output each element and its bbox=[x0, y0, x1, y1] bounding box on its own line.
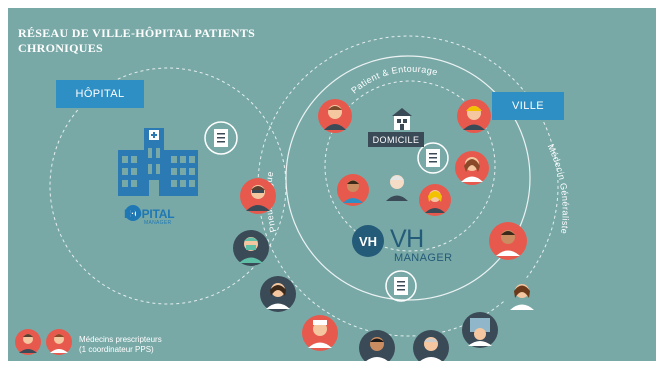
patient-circle bbox=[324, 80, 496, 252]
hopital-label: HÔPITAL bbox=[56, 80, 144, 108]
page-title: RÉSEAU DE VILLE-HÔPITAL PATIENTS CHRONIQ… bbox=[18, 26, 256, 55]
hospital-building-icon bbox=[118, 128, 198, 196]
hopital-logo-icon: H bbox=[125, 205, 141, 221]
svg-text:H: H bbox=[129, 209, 136, 220]
network-diagram: Patient & Entourage Pneumologue Médecin … bbox=[8, 8, 656, 361]
avatar-pneumologue bbox=[240, 178, 276, 214]
house-icon bbox=[392, 108, 412, 130]
avatar-patient-1 bbox=[318, 99, 352, 133]
hopital-logo-text: HOPITAL bbox=[124, 207, 175, 221]
avatar-patient-3 bbox=[455, 151, 489, 185]
avatar-doctor-2 bbox=[359, 330, 395, 361]
avatar-patient-elder bbox=[382, 171, 412, 201]
vh-logo-icon: VH bbox=[352, 225, 384, 257]
avatar-surgeon bbox=[233, 230, 269, 266]
avatar-generaliste bbox=[489, 222, 527, 260]
ville-label: VILLE bbox=[492, 92, 564, 120]
svg-text:VH: VH bbox=[359, 234, 377, 249]
avatar-patient-5 bbox=[419, 184, 451, 216]
arc-label-patient: Patient & Entourage bbox=[349, 64, 439, 96]
legend-avatar-1 bbox=[15, 329, 41, 355]
avatar-doctor-female bbox=[260, 276, 296, 312]
avatar-radiologist bbox=[462, 312, 498, 348]
legend-line-1: Médecins prescripteurs bbox=[79, 335, 162, 344]
legend-avatar-2 bbox=[46, 329, 72, 355]
domicile-label: DOMICILE bbox=[368, 132, 424, 147]
vh-logo-text: VH bbox=[390, 225, 424, 253]
document-icon bbox=[204, 121, 238, 155]
avatar-doctor-female-2 bbox=[504, 277, 540, 313]
outer-network-circle bbox=[257, 35, 559, 337]
legend-text: Médecins prescripteurs (1 coordinateur P… bbox=[79, 335, 162, 355]
document-icon bbox=[385, 270, 417, 302]
avatar-nurse bbox=[302, 315, 338, 351]
avatar-patient-4 bbox=[337, 174, 369, 206]
legend-line-2: (1 coordinateur PPS) bbox=[79, 345, 154, 354]
avatar-patient-2 bbox=[457, 99, 491, 133]
avatar-doctor-3 bbox=[413, 330, 449, 361]
diagram-graphics: Patient & Entourage Pneumologue Médecin … bbox=[15, 35, 570, 361]
hopital-logo-subtext: MANAGER bbox=[144, 220, 172, 226]
document-icon bbox=[417, 142, 449, 174]
vh-logo-subtext: MANAGER bbox=[394, 252, 453, 264]
